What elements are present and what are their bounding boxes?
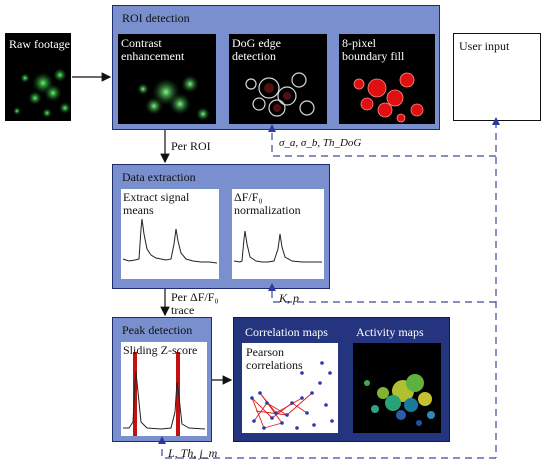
correlation-network bbox=[250, 361, 334, 430]
boundary-fill-image: 8-pixel boundary fill bbox=[339, 34, 435, 124]
raw-footage-image: Raw footage bbox=[5, 33, 71, 121]
peak-params-label: L, Th, j_m bbox=[168, 446, 218, 460]
correlation-map-image: Pearson correlations bbox=[242, 343, 338, 433]
signal-means-trace bbox=[122, 218, 218, 264]
zscore-trace bbox=[123, 352, 206, 436]
dog-edge-cells bbox=[245, 72, 315, 117]
dog-edge-detection-label: DoG edge detection bbox=[232, 36, 281, 63]
activity-map-image bbox=[353, 343, 441, 433]
roi-params-label: σ_a, σ_b, Th_DoG bbox=[279, 137, 362, 149]
user-input-label: User input bbox=[459, 39, 510, 53]
data-extraction-panel: Data extraction Extract signal means ΔF/… bbox=[112, 164, 330, 289]
signal-means-plot: Extract signal means bbox=[121, 189, 219, 279]
peak-detection-title: Peak detection bbox=[122, 323, 193, 337]
peak-detection-panel: Peak detection Sliding Z-score bbox=[112, 317, 212, 442]
raw-footage-cells bbox=[13, 68, 71, 118]
roi-detection-title: ROI detection bbox=[122, 11, 190, 25]
per-roi-label: Per ROI bbox=[171, 139, 211, 153]
pearson-correlations-label: Pearson correlations bbox=[246, 345, 303, 372]
raw-footage-label: Raw footage bbox=[9, 37, 70, 51]
sliding-zscore-label: Sliding Z-score bbox=[123, 343, 198, 357]
contrast-enhancement-image: Contrast enhancement bbox=[118, 34, 216, 124]
activity-blobs bbox=[364, 374, 435, 426]
data-extraction-title: Data extraction bbox=[122, 170, 196, 184]
per-trace-label: Per ΔF/F₀ trace bbox=[171, 290, 219, 317]
signal-means-label: Extract signal means bbox=[123, 190, 190, 217]
sliding-zscore-plot: Sliding Z-score bbox=[121, 342, 207, 436]
normalization-plot: ΔF/F₀ normalization bbox=[232, 189, 324, 279]
contrast-cells bbox=[137, 75, 210, 121]
activity-maps-title: Activity maps bbox=[356, 325, 424, 339]
contrast-enhancement-label: Contrast enhancement bbox=[121, 36, 185, 63]
data-params-label: K, p bbox=[279, 291, 300, 305]
correlation-maps-title: Correlation maps bbox=[245, 325, 328, 339]
dog-edge-detection-image: DoG edge detection bbox=[229, 34, 327, 124]
normalization-trace bbox=[233, 230, 322, 263]
user-input-box: User input bbox=[453, 33, 541, 121]
boundary-fill-label: 8-pixel boundary fill bbox=[342, 36, 405, 63]
maps-panel: Correlation maps Activity maps Pear bbox=[233, 317, 450, 442]
boundary-fill-cells bbox=[353, 72, 424, 123]
normalization-label: ΔF/F₀ normalization bbox=[234, 190, 301, 217]
roi-detection-panel: ROI detection Contrast enhancement bbox=[112, 5, 440, 130]
